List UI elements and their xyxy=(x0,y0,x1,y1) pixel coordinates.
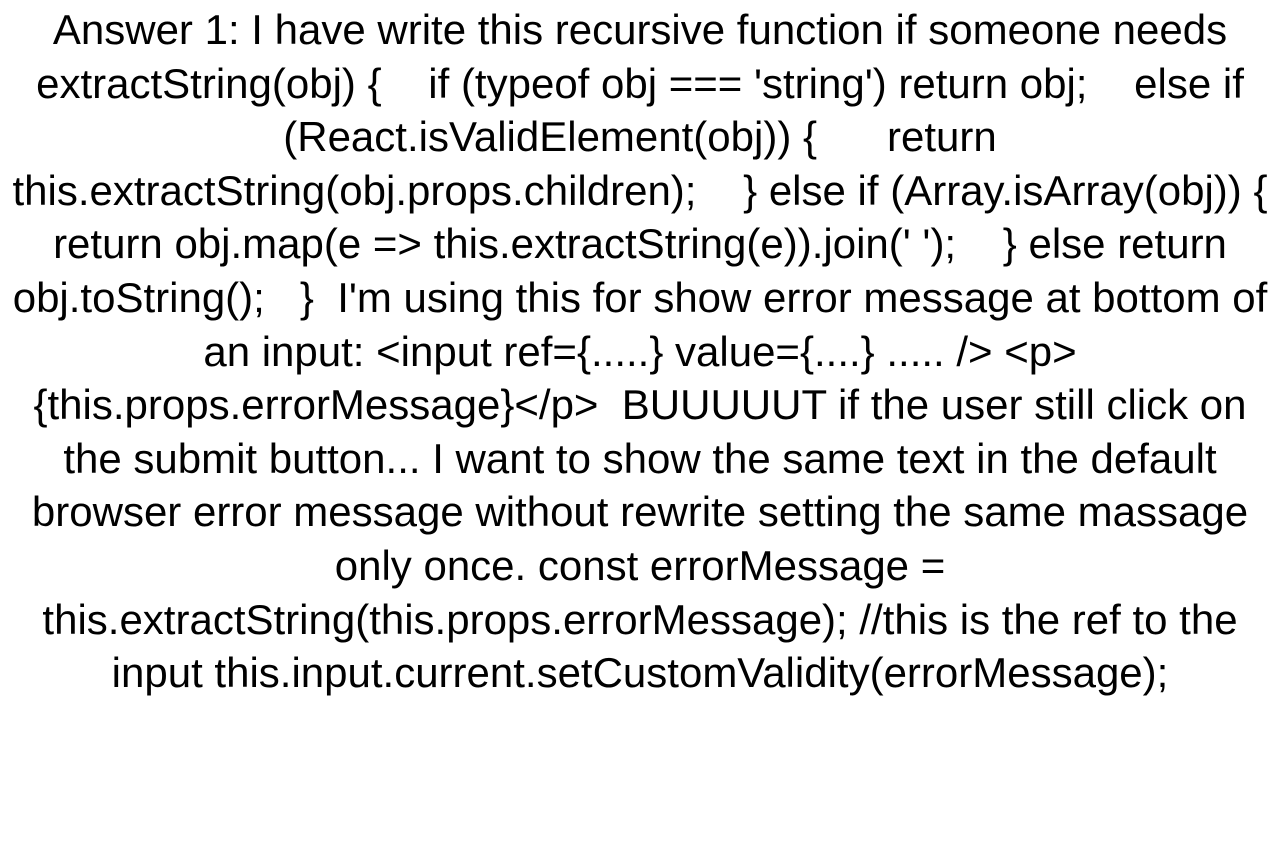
answer-body-text: Answer 1: I have write this recursive fu… xyxy=(12,6,1268,697)
